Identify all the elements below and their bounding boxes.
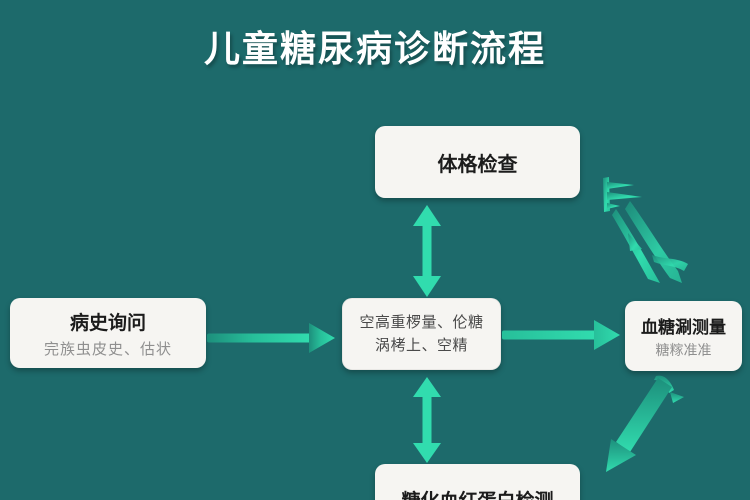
node-measurements: 空高重椤量、伦糖 涡栲上、空精 bbox=[342, 298, 501, 370]
node-blood-glucose: 血糖涮测量 糖糘准准 bbox=[625, 301, 742, 371]
node-medical-history: 病史询问 完族虫皮史、估状 bbox=[10, 298, 206, 368]
node-medical-history-sublabel: 完族虫皮史、估状 bbox=[43, 340, 172, 358]
diagram-title: 儿童糖尿病诊断流程 bbox=[203, 28, 546, 69]
node-blood-glucose-label: 血糖涮测量 bbox=[641, 317, 726, 337]
node-measurements-line1: 空高重椤量、伦糖 bbox=[359, 314, 484, 331]
node-physical-exam-label: 体格检查 bbox=[437, 153, 518, 176]
up-down-arrow-top-icon bbox=[413, 205, 441, 297]
curved-down-left-arrow-icon bbox=[606, 375, 684, 472]
right-arrow-right-icon bbox=[502, 320, 620, 350]
node-hba1c-label: 糖化血红蛋白检测 bbox=[401, 486, 553, 500]
node-blood-glucose-sublabel: 糖糘准准 bbox=[655, 341, 712, 358]
node-medical-history-label: 病史询问 bbox=[69, 312, 146, 334]
right-arrow-left-icon bbox=[207, 323, 335, 353]
node-physical-exam: 体格检查 bbox=[375, 126, 580, 198]
sketch-arrow-icon bbox=[603, 177, 688, 283]
up-down-arrow-bottom-icon bbox=[413, 377, 441, 463]
node-measurements-line2: 涡栲上、空精 bbox=[374, 337, 468, 354]
node-hba1c: 糖化血红蛋白检测 bbox=[375, 464, 580, 500]
